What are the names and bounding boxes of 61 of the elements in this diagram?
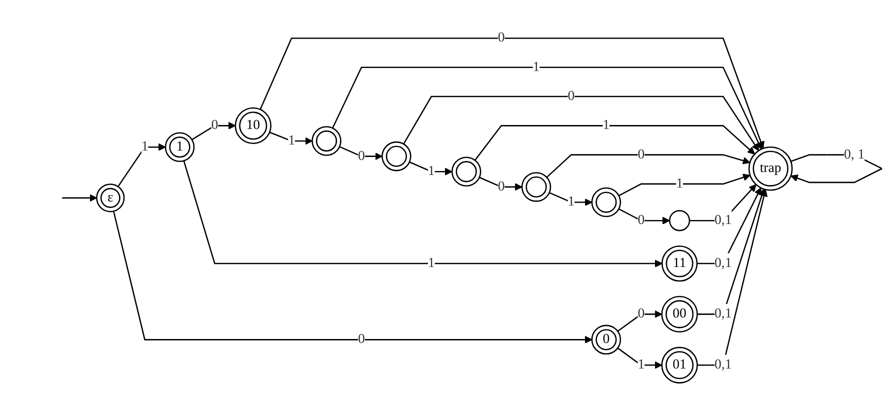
node-circle (451, 156, 482, 187)
arrow (339, 146, 383, 160)
node-circle: trap (748, 146, 793, 191)
edge-label: 1 (288, 133, 295, 148)
arrow (697, 188, 766, 315)
edge-label: 0 (498, 30, 505, 46)
node-circle (668, 210, 690, 232)
edge-label: 0 (211, 118, 218, 133)
node-circle: 1 (164, 132, 195, 162)
edge-label: 1 (141, 139, 148, 154)
arrow (403, 96, 760, 152)
arrow (697, 189, 768, 366)
arrow (549, 192, 592, 206)
arrow (474, 125, 755, 161)
node-circle: 0 (591, 324, 622, 355)
edge-label: 0,1 (714, 357, 732, 372)
arrow (112, 211, 592, 344)
edge-label: 0 (638, 212, 645, 228)
node-circle: 10 (234, 107, 272, 144)
edge-label: 1 (428, 164, 435, 179)
arrow (332, 66, 762, 150)
arrow (118, 143, 166, 188)
edge-label: 0,1 (714, 256, 732, 271)
arrow (479, 176, 522, 191)
arrow (192, 122, 236, 140)
node-circle: 11 (661, 246, 698, 282)
edge-label: 0 (358, 148, 365, 164)
arrow (62, 194, 98, 202)
arrow (260, 38, 764, 149)
arrow (689, 184, 756, 222)
edge-label: 0,1 (714, 306, 732, 322)
node-circle (312, 126, 342, 156)
arrow (409, 162, 452, 176)
arrow (618, 174, 750, 196)
edge-label: 0, 1 (844, 147, 865, 162)
edge-label: 1 (602, 118, 610, 133)
edge-label: 1 (568, 194, 575, 210)
arrow (183, 160, 662, 268)
edge-label: 0 (638, 306, 645, 322)
edge-label: 0 (498, 179, 505, 194)
edge-label: 1 (428, 256, 435, 271)
arrow (617, 348, 662, 370)
node-circle: 01 (661, 346, 698, 384)
edge-label: 0,1 (714, 212, 732, 228)
edge-label: 0 (568, 88, 575, 104)
node-circle (382, 142, 412, 172)
edge-label: 0 (358, 332, 365, 347)
edge-label: 0 (638, 147, 645, 162)
arrow (697, 188, 762, 264)
arrow (546, 154, 750, 178)
arrow (617, 310, 662, 332)
node-circle (521, 172, 552, 202)
edge-label: 1 (676, 176, 684, 191)
node-circle: ε (96, 184, 125, 212)
node-circle (591, 188, 622, 218)
edge-label: 1 (638, 357, 645, 372)
node-circle: 00 (661, 296, 698, 333)
edge-label: 1 (532, 60, 540, 74)
arrow (269, 132, 313, 145)
arrow (790, 154, 882, 184)
arrow (618, 208, 670, 225)
